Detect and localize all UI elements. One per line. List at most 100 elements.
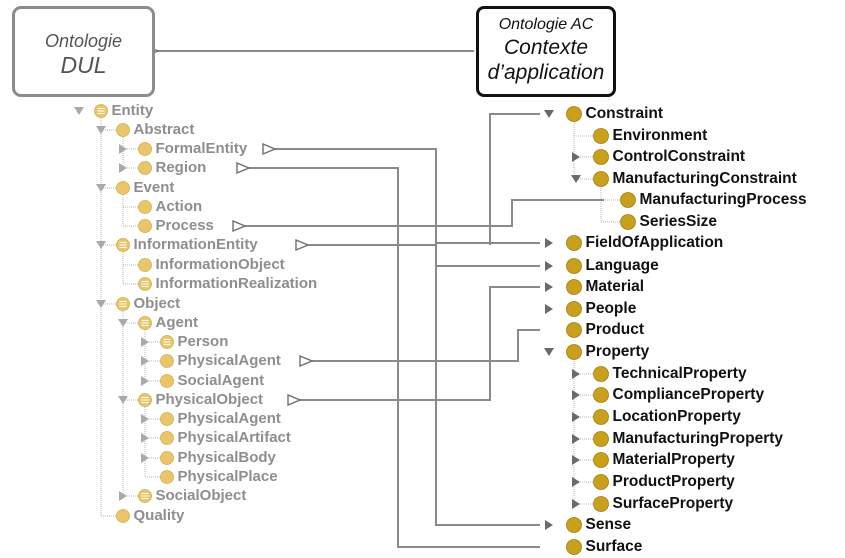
class-icon: [593, 149, 609, 165]
ac-node-manufacturing-constraint[interactable]: ManufacturingConstraint: [612, 170, 797, 187]
class-icon: [566, 344, 582, 360]
expanded-arrow-icon[interactable]: [571, 175, 581, 183]
ac-ontology-box: Ontologie AC Contexte d’application: [476, 6, 616, 97]
ac-node-product-property[interactable]: ProductProperty: [612, 473, 735, 490]
collapsed-arrow-icon[interactable]: [141, 433, 149, 443]
ac-node-surface[interactable]: Surface: [585, 538, 643, 555]
expanded-arrow-icon[interactable]: [96, 241, 106, 249]
class-icon: [593, 474, 609, 490]
collapsed-arrow-icon[interactable]: [141, 376, 149, 386]
dul-node-information-realization[interactable]: InformationRealization: [155, 275, 318, 292]
ac-node-sense[interactable]: Sense: [585, 516, 632, 533]
dul-node-agent[interactable]: Agent: [155, 314, 199, 331]
ac-node-environment[interactable]: Environment: [612, 127, 708, 144]
collapsed-arrow-icon[interactable]: [141, 356, 149, 366]
ac-node-material-property[interactable]: MaterialProperty: [612, 451, 735, 468]
dul-box-title: Ontologie: [44, 31, 123, 51]
expanded-arrow-icon[interactable]: [118, 396, 128, 404]
collapsed-arrow-icon[interactable]: [572, 412, 580, 422]
ac-node-surface-property[interactable]: SurfaceProperty: [612, 495, 734, 512]
collapsed-arrow-icon[interactable]: [545, 238, 553, 248]
collapsed-arrow-icon[interactable]: [572, 152, 580, 162]
dul-node-physical-agent[interactable]: PhysicalAgent: [177, 352, 281, 369]
dul-node-physical-body[interactable]: PhysicalBody: [177, 449, 276, 466]
connector-material-physicalobject: [300, 286, 540, 400]
dul-node-event[interactable]: Event: [133, 179, 175, 196]
ac-node-constraint[interactable]: Constraint: [585, 105, 664, 122]
collapsed-arrow-icon[interactable]: [572, 499, 580, 509]
ac-node-people[interactable]: People: [585, 300, 637, 317]
expanded-arrow-icon[interactable]: [544, 110, 554, 118]
dul-node-person[interactable]: Person: [177, 333, 229, 350]
collapsed-arrow-icon[interactable]: [545, 282, 553, 292]
dul-node-social-agent[interactable]: SocialAgent: [177, 372, 265, 389]
ac-node-compliance-property[interactable]: ComplianceProperty: [612, 386, 765, 403]
ac-node-field-of-application[interactable]: FieldOfApplication: [585, 234, 724, 251]
dul-node-region[interactable]: Region: [155, 159, 207, 176]
expanded-arrow-icon[interactable]: [96, 300, 106, 308]
expanded-arrow-icon[interactable]: [544, 348, 554, 356]
class-icon: [116, 509, 130, 523]
class-icon: [138, 258, 152, 272]
ac-node-control-constraint[interactable]: ControlConstraint: [612, 148, 746, 165]
collapsed-arrow-icon[interactable]: [572, 369, 580, 379]
dul-node-entity[interactable]: Entity: [111, 102, 154, 119]
ac-node-manufacturing-property[interactable]: ManufacturingProperty: [612, 430, 784, 447]
ac-box-subtitle-2: d’application: [487, 61, 605, 84]
dul-node-social-object[interactable]: SocialObject: [155, 487, 247, 504]
dul-node-physical-place[interactable]: PhysicalPlace: [177, 468, 278, 485]
class-icon: [116, 181, 130, 195]
ac-node-language[interactable]: Language: [585, 257, 659, 274]
collapsed-arrow-icon[interactable]: [572, 477, 580, 487]
expanded-arrow-icon[interactable]: [74, 107, 84, 115]
collapsed-arrow-icon[interactable]: [572, 455, 580, 465]
collapsed-arrow-icon[interactable]: [119, 144, 127, 154]
expanded-arrow-icon[interactable]: [118, 319, 128, 327]
class-icon: [566, 235, 582, 251]
dul-node-process[interactable]: Process: [155, 217, 214, 234]
connector-fieldofapplication-formalentity: [275, 149, 540, 244]
collapsed-arrow-icon[interactable]: [572, 390, 580, 400]
class-icon: [160, 431, 174, 445]
connector-sense-region: [435, 266, 540, 526]
dul-node-physical-object[interactable]: PhysicalObject: [155, 391, 264, 408]
ac-node-technical-property[interactable]: TechnicalProperty: [612, 365, 747, 382]
ac-node-property[interactable]: Property: [585, 343, 650, 360]
expanded-arrow-icon[interactable]: [96, 184, 106, 192]
dul-node-object[interactable]: Object: [133, 295, 181, 312]
collapsed-arrow-icon[interactable]: [141, 453, 149, 463]
ac-node-material[interactable]: Material: [585, 278, 645, 295]
collapsed-arrow-icon[interactable]: [119, 163, 127, 173]
ac-node-product[interactable]: Product: [585, 321, 645, 338]
dul-node-abstract[interactable]: Abstract: [133, 121, 195, 138]
connector-constraint-informationentity: [489, 113, 540, 245]
ac-node-series-size[interactable]: SeriesSize: [639, 213, 718, 230]
class-icon: [593, 431, 609, 447]
collapsed-arrow-icon[interactable]: [572, 434, 580, 444]
dul-node-information-object[interactable]: InformationObject: [155, 256, 285, 273]
ac-node-location-property[interactable]: LocationProperty: [612, 408, 741, 425]
collapsed-arrow-icon[interactable]: [141, 337, 149, 347]
ac-node-manufacturing-process[interactable]: ManufacturingProcess: [639, 191, 807, 208]
class-icon: [593, 387, 609, 403]
dul-node-physical-agent[interactable]: PhysicalAgent: [177, 410, 281, 427]
class-icon: [138, 161, 152, 175]
connector-people-physicalagent: [312, 329, 540, 361]
dul-node-quality[interactable]: Quality: [133, 507, 185, 524]
dul-node-physical-artifact[interactable]: PhysicalArtifact: [177, 429, 291, 446]
collapsed-arrow-icon[interactable]: [545, 261, 553, 271]
class-icon: [566, 258, 582, 274]
mapping-connectors: [158, 51, 604, 548]
class-icon: [593, 452, 609, 468]
dul-node-formal-entity[interactable]: FormalEntity: [155, 140, 248, 157]
collapsed-arrow-icon[interactable]: [545, 520, 553, 530]
collapsed-arrow-icon[interactable]: [141, 414, 149, 424]
class-icon: [160, 374, 174, 388]
expanded-arrow-icon[interactable]: [96, 126, 106, 134]
dul-box-name: DUL: [60, 52, 107, 78]
collapsed-arrow-icon[interactable]: [545, 304, 553, 314]
collapsed-arrow-icon[interactable]: [119, 491, 127, 501]
dul-node-action[interactable]: Action: [155, 198, 203, 215]
dul-node-information-entity[interactable]: InformationEntity: [133, 236, 258, 253]
class-icon: [620, 192, 636, 208]
